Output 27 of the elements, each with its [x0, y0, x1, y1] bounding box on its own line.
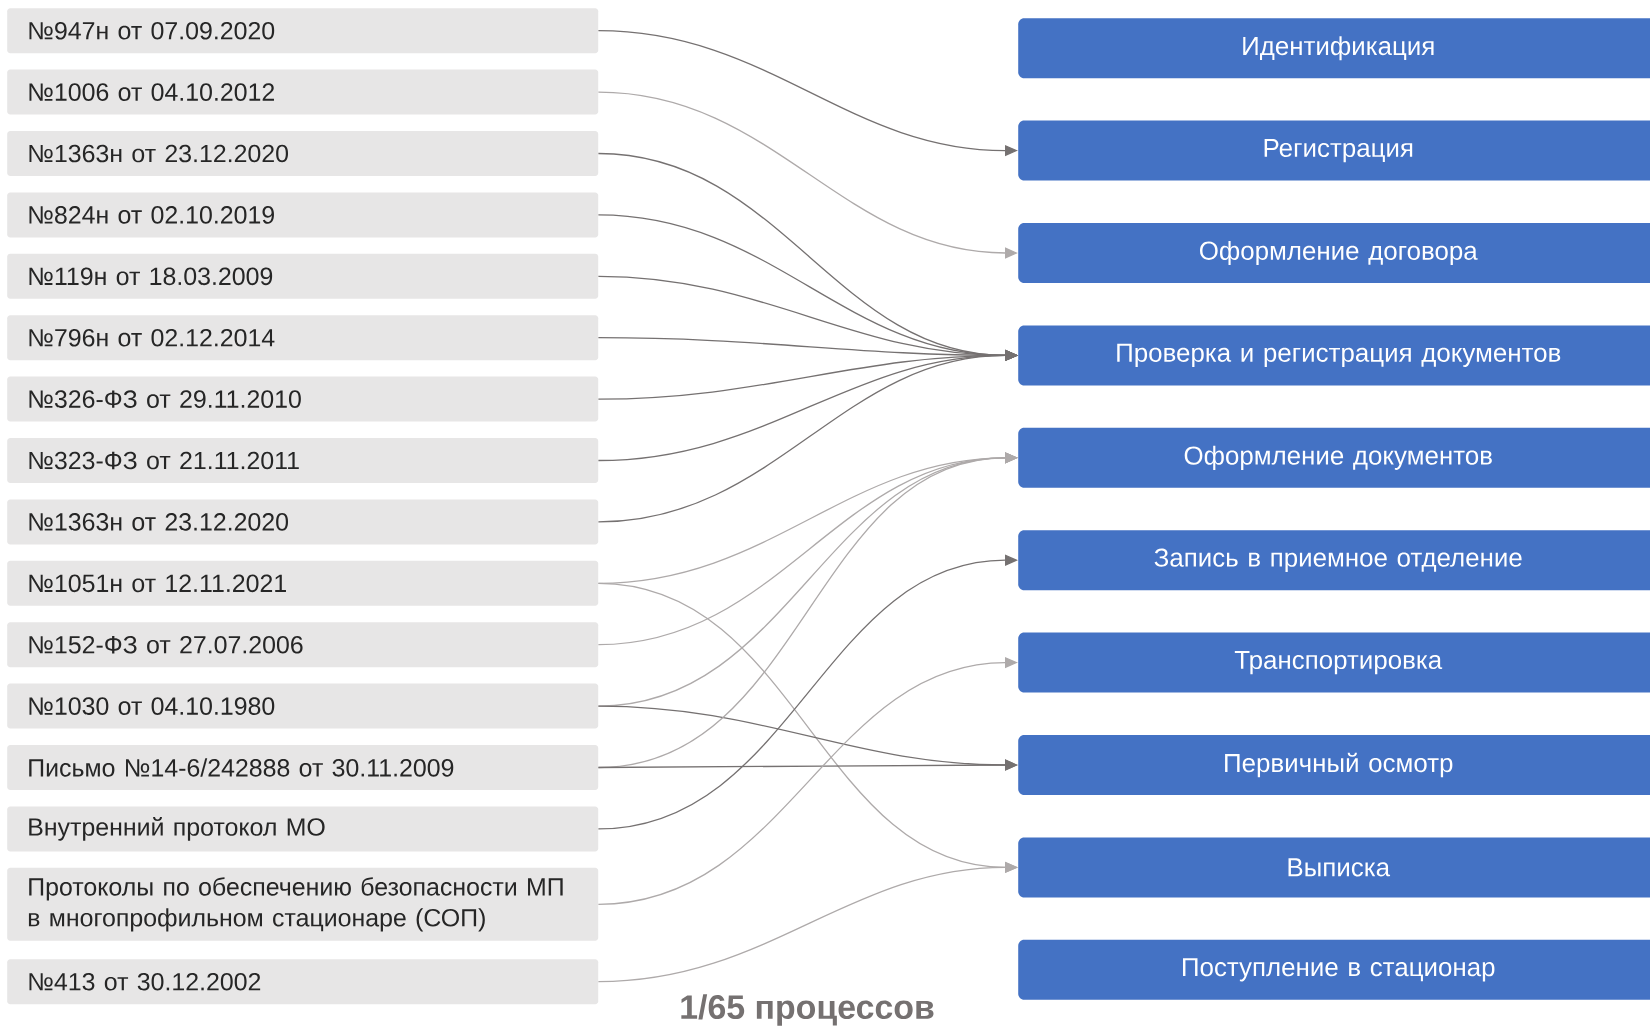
process-box: Идентификация	[1018, 18, 1650, 79]
process-box: Регистрация	[1018, 120, 1650, 181]
document-box: №796н от 02.12.2014	[7, 315, 599, 361]
caption: 1/65 процессов	[681, 994, 934, 1026]
process-box: Поступление в стационар	[1018, 939, 1650, 1000]
document-box: №119н от 18.03.2009	[7, 253, 599, 299]
document-box: №1363н от 23.12.2020	[7, 499, 599, 545]
document-box: №1006 от 04.10.2012	[7, 69, 599, 115]
document-box: №947н от 07.09.2020	[7, 8, 599, 54]
process-box: Оформление договора	[1018, 223, 1650, 283]
document-box: №1051н от 12.11.2021	[7, 560, 599, 606]
document-box: №1030 от 04.10.1980	[7, 683, 599, 729]
process-box: Проверка и регистрация документов	[1018, 325, 1650, 386]
process-box: Транспортировка	[1018, 632, 1650, 693]
document-box: Письмо №14-6/242888 от 30.11.2009	[7, 745, 599, 790]
document-box: Внутренний протокол МО	[7, 806, 599, 852]
document-box: №413 от 30.12.2002	[7, 959, 599, 1005]
process-box: Выписка	[1018, 837, 1650, 898]
document-box: №323-ФЗ от 21.11.2011	[7, 438, 599, 483]
document-box: №326-ФЗ от 29.11.2010	[7, 376, 599, 422]
document-box: Протоколы по обеспечению безопасности МП в многопрофильном стационаре (СОП)	[7, 867, 599, 941]
process-box: Запись в приемное отделение	[1018, 530, 1650, 591]
process-box: Оформление документов	[1018, 427, 1650, 488]
document-box: №152-ФЗ от 27.07.2006	[7, 622, 599, 668]
document-box: №824н от 02.10.2019	[7, 192, 599, 238]
process-box: Первичный осмотр	[1018, 735, 1650, 795]
document-box: №1363н от 23.12.2020	[7, 131, 599, 176]
